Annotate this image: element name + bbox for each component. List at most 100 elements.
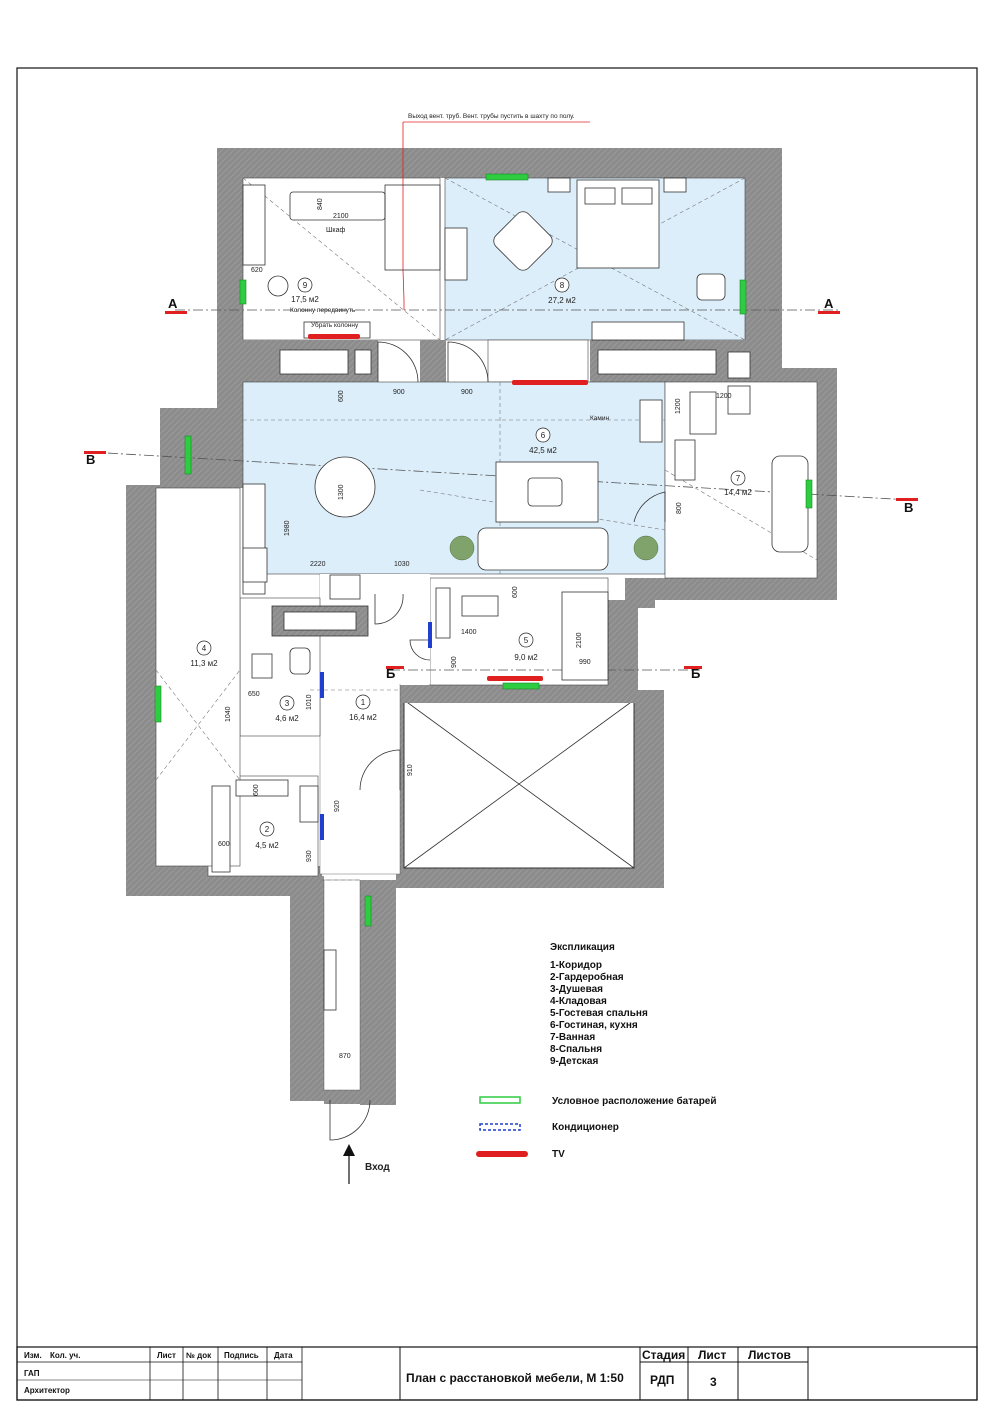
svg-text:600: 600 bbox=[338, 390, 345, 402]
svg-text:7: 7 bbox=[736, 474, 741, 483]
stamp-izm: Изм. bbox=[24, 1351, 42, 1360]
room-floors bbox=[155, 177, 818, 1091]
legend-ac-swatch bbox=[479, 1123, 521, 1131]
ac-marks bbox=[320, 622, 432, 840]
room-tag-1: 1 16,4 м2 bbox=[349, 694, 377, 722]
svg-text:14,4 м2: 14,4 м2 bbox=[724, 488, 752, 497]
svg-text:2220: 2220 bbox=[310, 561, 326, 568]
svg-text:8: 8 bbox=[560, 281, 565, 290]
section-markers: А А В В Б Б bbox=[84, 296, 918, 681]
svg-text:11,3 м2: 11,3 м2 bbox=[190, 659, 218, 668]
explication-item: 4-Кладовая bbox=[550, 996, 607, 1007]
explication-item: 1-Коридор bbox=[550, 960, 602, 971]
section-a-right: А bbox=[824, 296, 834, 311]
tv-marks bbox=[308, 334, 588, 681]
section-v-left: В bbox=[86, 452, 95, 467]
svg-text:4,5 м2: 4,5 м2 bbox=[255, 841, 279, 850]
vent-note: Выход вент. труб. Вент. трубы пустить в … bbox=[408, 112, 575, 120]
svg-text:1300: 1300 bbox=[338, 484, 345, 500]
section-v-right: В bbox=[904, 500, 913, 515]
explication-item: 5-Гостевая спальня bbox=[550, 1008, 648, 1019]
explication-item: 9-Детская bbox=[550, 1056, 598, 1067]
svg-text:17,5 м2: 17,5 м2 bbox=[291, 295, 319, 304]
svg-text:1010: 1010 bbox=[306, 694, 313, 710]
svg-text:5: 5 bbox=[524, 636, 529, 645]
vent-note-lines bbox=[402, 121, 590, 310]
room-tag-8: 8 27,2 м2 bbox=[548, 277, 576, 305]
stamp-sheets-header: Листов bbox=[748, 1348, 791, 1362]
legend-radiator-swatch bbox=[479, 1096, 521, 1104]
svg-text:16,4 м2: 16,4 м2 bbox=[349, 713, 377, 722]
svg-text:1: 1 bbox=[361, 698, 366, 707]
svg-text:1980: 1980 bbox=[284, 520, 291, 536]
svg-text:990: 990 bbox=[579, 659, 591, 666]
title-block-text: Изм. Кол. уч. Лист № док Подпись Дата ГА… bbox=[24, 1348, 791, 1395]
legend-tv-label: TV bbox=[552, 1149, 565, 1160]
room-tag-3: 34,6 м2 bbox=[275, 695, 299, 723]
stamp-sheet-header: Лист bbox=[698, 1348, 726, 1362]
svg-text:800: 800 bbox=[676, 502, 683, 514]
explication-item: 7-Ванная bbox=[550, 1032, 595, 1043]
svg-text:1030: 1030 bbox=[394, 561, 410, 568]
dimensions: 840 2100 620 900 900 600 1200 1200 1300 … bbox=[218, 198, 732, 1060]
section-b-right: Б bbox=[691, 666, 700, 681]
legend-ac-label: Кондиционер bbox=[552, 1122, 619, 1133]
explication-item: 6-Гостиная, кухня bbox=[550, 1020, 638, 1031]
doors bbox=[329, 341, 666, 1141]
section-b-left: Б bbox=[386, 666, 395, 681]
legend: Условное расположение батарей Кондиционе… bbox=[476, 1095, 717, 1160]
fireplace-label: Камин bbox=[590, 415, 610, 422]
stamp-podpis: Подпись bbox=[224, 1351, 259, 1360]
svg-text:650: 650 bbox=[248, 691, 260, 698]
svg-text:42,5 м2: 42,5 м2 bbox=[529, 446, 557, 455]
stamp-sheet-value: 3 bbox=[710, 1375, 717, 1389]
svg-text:600: 600 bbox=[218, 841, 230, 848]
furniture bbox=[211, 177, 809, 1011]
explication-item: 8-Спальня bbox=[550, 1044, 602, 1055]
svg-text:6: 6 bbox=[541, 431, 546, 440]
svg-text:600: 600 bbox=[512, 586, 519, 598]
svg-text:9: 9 bbox=[303, 281, 308, 290]
explication-item: 2-Гардеробная bbox=[550, 971, 624, 983]
stamp-stage-header: Стадия bbox=[642, 1348, 685, 1362]
svg-text:4: 4 bbox=[202, 644, 207, 653]
svg-text:9,0 м2: 9,0 м2 bbox=[514, 653, 538, 662]
room-tag-4: 4 11,3 м2 bbox=[190, 640, 218, 668]
explication-item: 3-Душевая bbox=[550, 984, 603, 995]
sheet-title: План с расстановкой мебели, М 1:50 bbox=[406, 1371, 624, 1385]
room-tag-2: 2 4,5 м2 bbox=[255, 821, 279, 850]
wardrobe-label: Шкаф bbox=[326, 227, 346, 234]
svg-text:2: 2 bbox=[265, 825, 270, 834]
stamp-n-dok: № док bbox=[186, 1351, 212, 1360]
room-tags: 1 16,4 м2 2 4,5 м2 34,6 м2 4 11,3 м2 5 9,0 м… bbox=[190, 277, 752, 850]
svg-text:620: 620 bbox=[251, 267, 263, 274]
stamp-architect: Архитектор bbox=[24, 1386, 70, 1395]
radiators bbox=[154, 173, 813, 927]
svg-text:1040: 1040 bbox=[225, 706, 232, 722]
room-tag-5: 5 9,0 м2 bbox=[514, 632, 538, 662]
entrance-label: Вход bbox=[365, 1162, 390, 1173]
legend-tv-swatch bbox=[476, 1151, 528, 1157]
stamp-list: Лист bbox=[157, 1351, 176, 1360]
svg-text:920: 920 bbox=[334, 800, 341, 812]
title-block bbox=[16, 1346, 978, 1401]
svg-text:1200: 1200 bbox=[675, 398, 682, 414]
walls bbox=[126, 148, 837, 1105]
svg-text:600: 600 bbox=[253, 784, 260, 796]
entrance-arrow-icon bbox=[343, 1144, 355, 1184]
svg-text:900: 900 bbox=[451, 656, 458, 668]
svg-text:3: 3 bbox=[285, 699, 290, 708]
stamp-stage-value: РДП bbox=[650, 1373, 674, 1387]
svg-text:27,2 м2: 27,2 м2 bbox=[548, 296, 576, 305]
explication-title: Экспликация bbox=[550, 942, 615, 953]
svg-text:2100: 2100 bbox=[333, 213, 349, 220]
stamp-gap: ГАП bbox=[24, 1369, 40, 1378]
svg-text:900: 900 bbox=[461, 389, 473, 396]
svg-text:840: 840 bbox=[317, 198, 324, 210]
svg-text:1200: 1200 bbox=[716, 393, 732, 400]
stamp-kol-uch: Кол. уч. bbox=[50, 1351, 80, 1360]
svg-text:900: 900 bbox=[393, 389, 405, 396]
section-a-left: А bbox=[168, 296, 178, 311]
explication: Экспликация 1-Коридор 2-Гардеробная 3-Ду… bbox=[550, 942, 648, 1067]
